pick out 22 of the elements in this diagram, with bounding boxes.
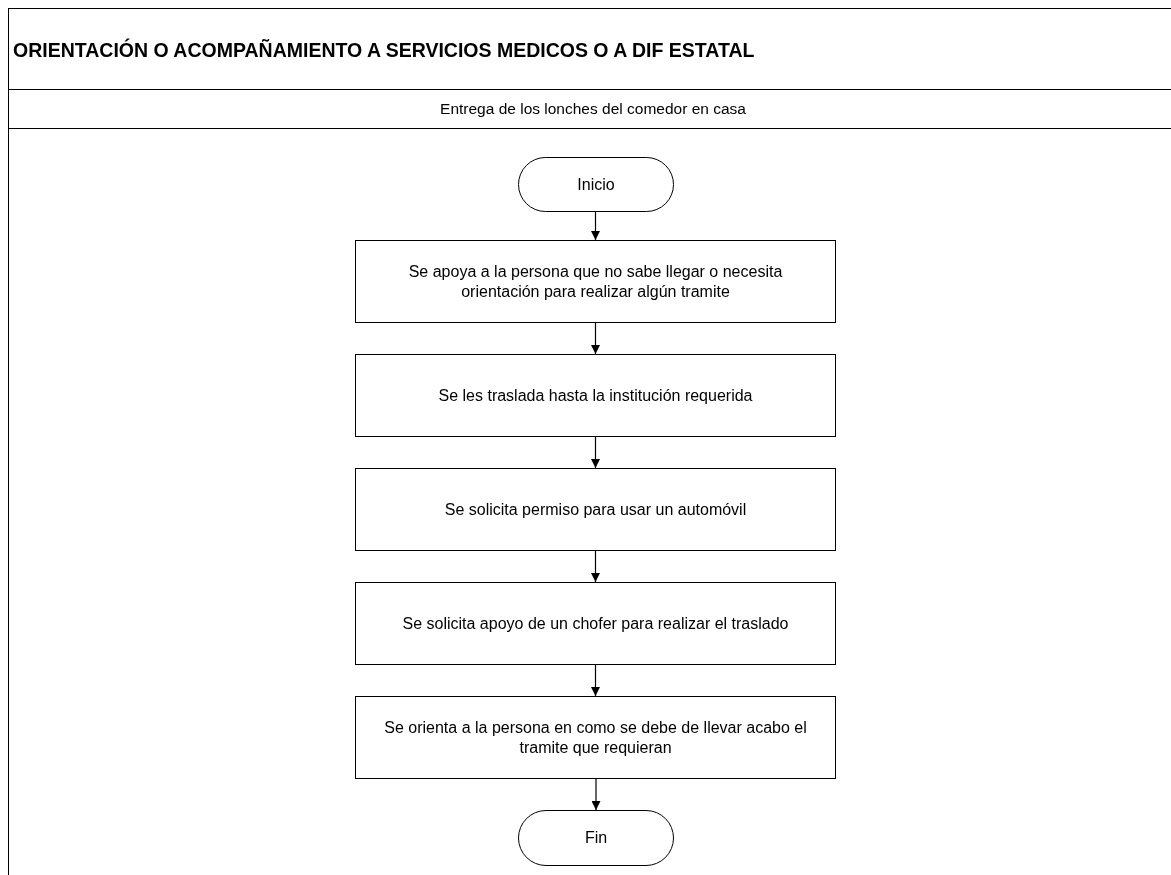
step-text: Se solicita permiso para usar un automóvil xyxy=(443,499,748,520)
process-box xyxy=(355,468,836,551)
diagram-title: ORIENTACIÓN O ACOMPAÑAMIENTO A SERVICIOS MEDICOS O A DIF ESTATAL xyxy=(13,38,755,62)
step-text: Inicio xyxy=(576,174,616,195)
arrow xyxy=(591,322,600,355)
step-text: Se solicita apoyo de un chofer para realizar el traslado xyxy=(401,613,790,634)
step-text: Fin xyxy=(583,828,609,848)
arrow xyxy=(591,778,601,811)
lane-title: Entrega de los lonches del comedor en casa xyxy=(440,100,746,118)
arrow xyxy=(591,211,600,241)
swimlane xyxy=(8,90,1171,875)
process-box xyxy=(355,696,836,779)
arrow xyxy=(591,550,600,583)
step-text: Se orienta a la persona en como se debe de llevar acabo el tramite que requieran xyxy=(383,717,808,758)
step-text: Se les traslada hasta la institución requerida xyxy=(437,385,754,406)
process-box xyxy=(355,240,836,323)
arrow xyxy=(591,436,600,469)
arrow xyxy=(591,664,600,697)
terminator-shape xyxy=(518,810,674,866)
process-box xyxy=(355,354,836,437)
process-box xyxy=(355,582,836,665)
step-text: Se apoya a la persona que no sabe llegar o necesita orientación para realizar algún tramite xyxy=(407,261,784,302)
